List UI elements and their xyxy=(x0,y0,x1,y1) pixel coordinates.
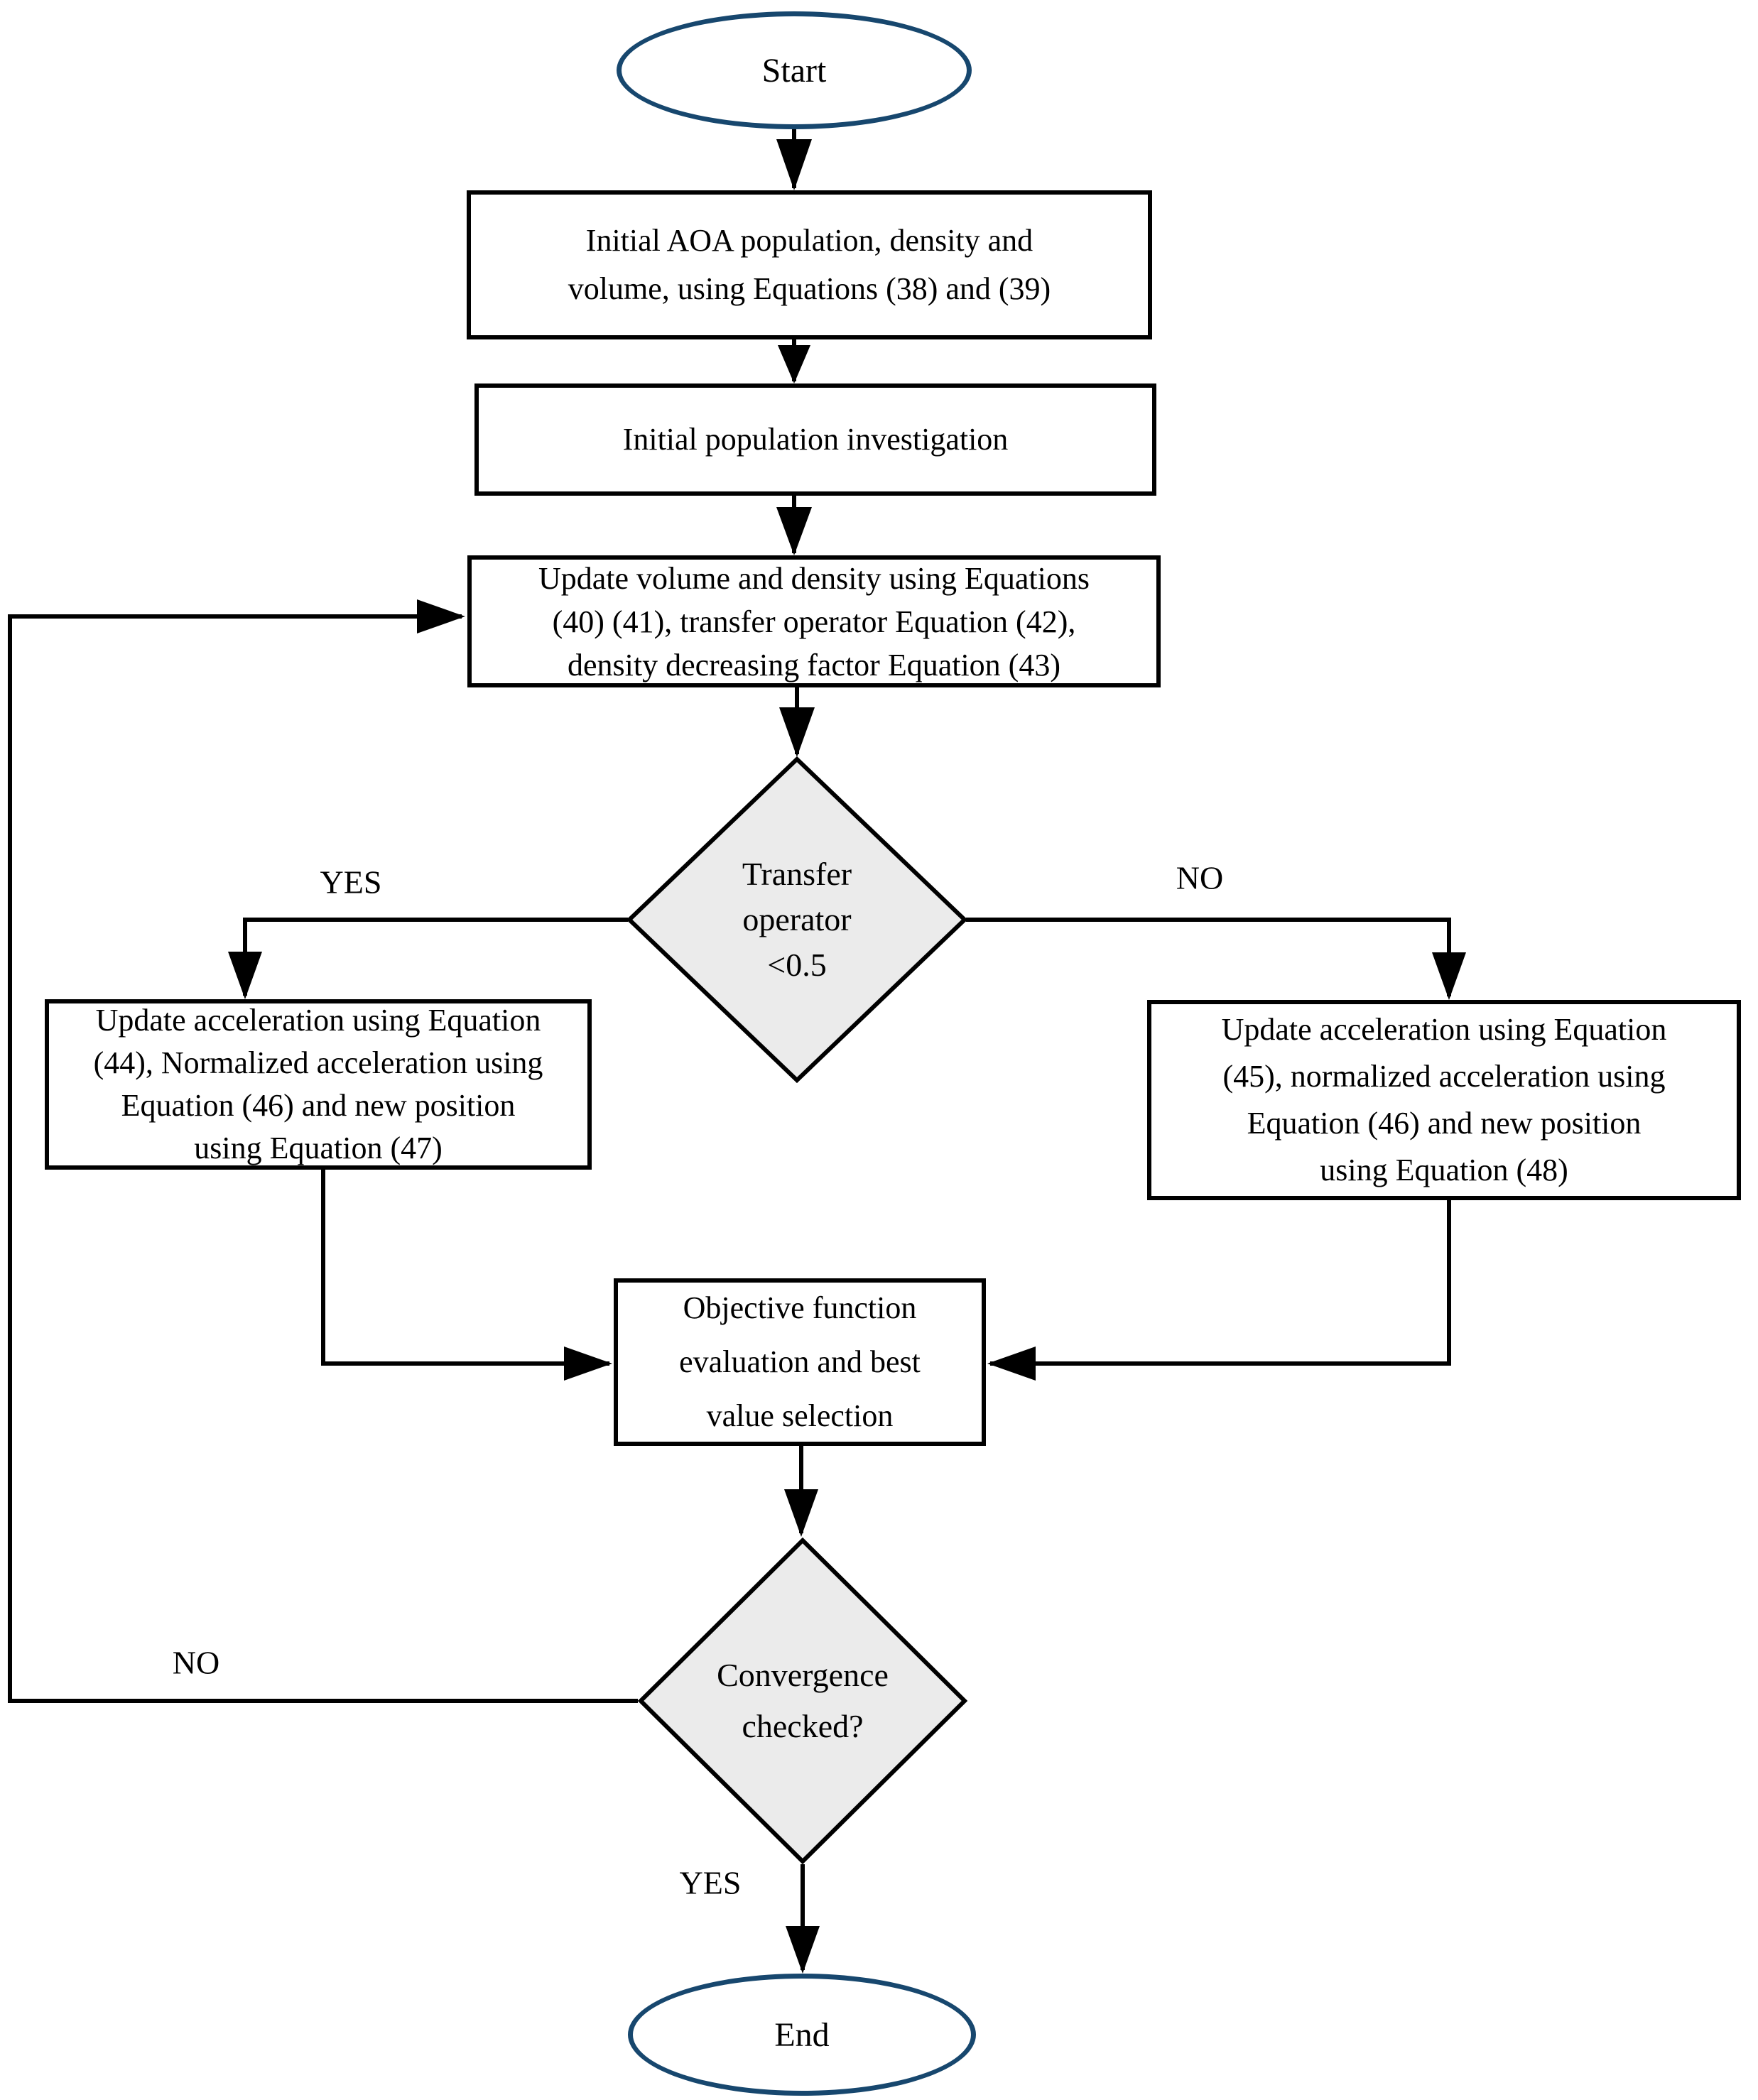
convergence-decision: Convergence checked? xyxy=(638,1538,967,1864)
objective-evaluation-box: Objective function evaluation and best v… xyxy=(614,1278,986,1446)
process-text-line: Initial AOA population, density and xyxy=(585,223,1033,258)
arrowhead-down-icon xyxy=(1432,952,1466,1000)
arrowhead-down-icon xyxy=(786,1926,820,1974)
decision-text: Transfer operator <0.5 xyxy=(626,756,967,1083)
decision-text-line: <0.5 xyxy=(767,947,827,983)
transfer-no-label: NO xyxy=(1176,859,1224,896)
decision-text-line: operator xyxy=(742,901,852,937)
update-volume-density-box: Update volume and density using Equation… xyxy=(467,555,1161,687)
arrowhead-down-icon xyxy=(228,952,262,999)
connector-lines xyxy=(8,129,1451,1970)
connector-arrowheads xyxy=(228,139,1466,1974)
update-acceleration-yes-box: Update acceleration using Equation (44),… xyxy=(45,999,592,1170)
process-text-line: volume, using Equations (38) and (39) xyxy=(568,271,1051,306)
connector-transfer-no-branch xyxy=(966,918,1451,996)
process-text-line: Update acceleration using Equation xyxy=(95,1003,541,1038)
process-text-line: density decreasing factor Equation (43) xyxy=(568,647,1060,682)
decision-diamond-shape xyxy=(638,1538,967,1864)
process-text-line: using Equation (48) xyxy=(1320,1153,1568,1187)
connector-convergence-no-loop xyxy=(8,614,638,1703)
decision-text-line: checked? xyxy=(742,1708,864,1744)
process-text-line: Update volume and density using Equation… xyxy=(538,560,1090,596)
convergence-no-label: NO xyxy=(172,1644,220,1681)
arrowhead-right-icon xyxy=(417,599,465,633)
arrowhead-down-icon xyxy=(776,507,812,555)
arrowhead-down-icon xyxy=(778,345,810,383)
decision-diamond-shape xyxy=(626,756,967,1083)
decision-text-line: Transfer xyxy=(742,856,852,892)
process-text-line: Equation (46) and new position xyxy=(1247,1106,1642,1141)
decision-text-line: Convergence xyxy=(717,1657,889,1693)
connector-accelyes-to-objective xyxy=(321,1170,609,1366)
initial-investigation-box: Initial population investigation xyxy=(474,383,1156,496)
transfer-yes-label: YES xyxy=(320,864,382,901)
arrowhead-right-icon xyxy=(564,1346,612,1381)
connector-accelno-to-objective xyxy=(990,1200,1451,1366)
start-label: Start xyxy=(761,51,827,89)
process-text-line: (45), normalized acceleration using xyxy=(1222,1059,1666,1094)
end-terminator: End xyxy=(628,1974,976,2096)
arrowhead-left-icon xyxy=(987,1346,1036,1381)
process-text-line: Initial population investigation xyxy=(622,422,1009,457)
update-acceleration-no-box: Update acceleration using Equation (45),… xyxy=(1147,1000,1741,1200)
convergence-yes-label: YES xyxy=(679,1864,742,1901)
process-text-line: Objective function xyxy=(683,1290,917,1325)
process-text-line: value selection xyxy=(706,1398,894,1433)
initial-population-box: Initial AOA population, density and volu… xyxy=(467,190,1152,339)
process-text-line: (40) (41), transfer operator Equation (4… xyxy=(552,604,1076,639)
end-label: End xyxy=(774,2015,830,2054)
process-text-line: using Equation (47) xyxy=(194,1131,443,1165)
arrowhead-down-icon xyxy=(784,1489,818,1537)
start-terminator: Start xyxy=(617,11,972,129)
transfer-operator-decision: Transfer operator <0.5 xyxy=(626,756,967,1083)
decision-text: Convergence checked? xyxy=(638,1538,967,1864)
process-text-line: evaluation and best xyxy=(679,1344,921,1379)
process-text-line: Equation (46) and new position xyxy=(121,1088,516,1123)
connector-transfer-yes-branch xyxy=(243,918,628,996)
process-text-line: Update acceleration using Equation xyxy=(1221,1012,1667,1047)
process-text-line: (44), Normalized acceleration using xyxy=(93,1045,543,1080)
arrowhead-down-icon xyxy=(776,139,812,190)
arrowhead-down-icon xyxy=(779,707,815,757)
